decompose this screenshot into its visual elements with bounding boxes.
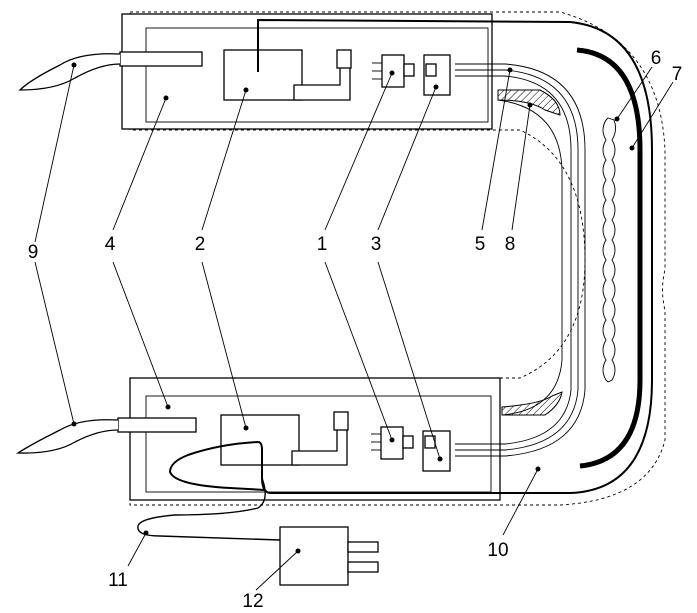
label-6: 6 xyxy=(651,48,662,69)
nozzle-bottom xyxy=(18,420,118,453)
label-7: 7 xyxy=(672,64,683,85)
label-11: 11 xyxy=(108,570,128,591)
sensor-strip xyxy=(603,118,616,382)
leader-lines xyxy=(35,63,673,591)
label-10: 10 xyxy=(487,540,508,561)
heating-element xyxy=(577,50,640,466)
label-3: 3 xyxy=(371,234,382,255)
label-8: 8 xyxy=(505,234,516,255)
power-plug xyxy=(280,527,378,585)
label-2: 2 xyxy=(195,234,206,255)
label-12: 12 xyxy=(242,591,263,612)
label-4: 4 xyxy=(105,234,116,255)
hatched-block-bottom xyxy=(502,392,562,415)
label-9-top: 9 xyxy=(28,242,39,263)
label-1: 1 xyxy=(317,234,328,255)
label-5: 5 xyxy=(475,234,486,255)
